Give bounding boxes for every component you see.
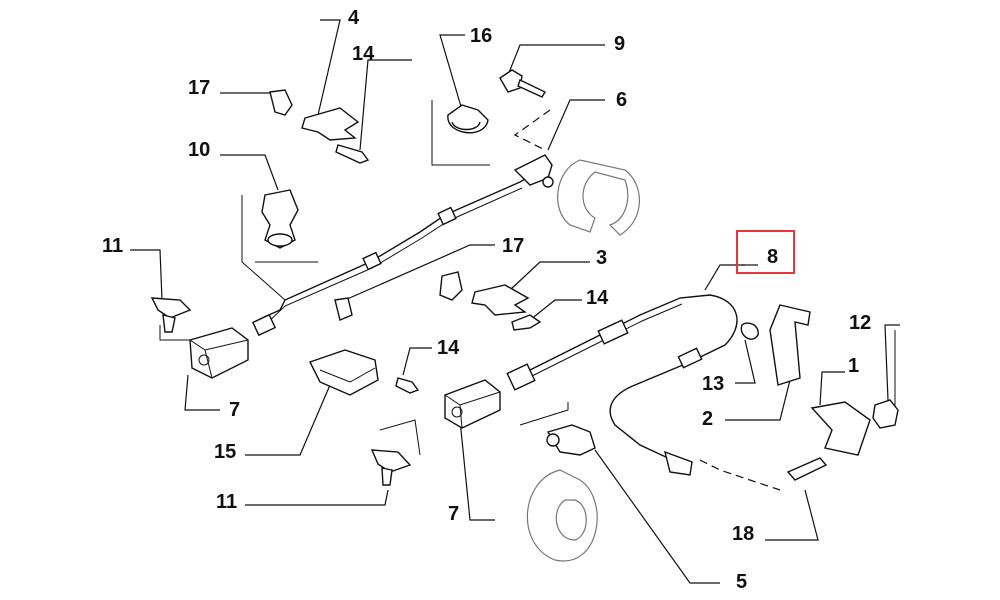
callout-labels: 4 16 9 14 17 6 10 11 17 3 14 12 1 14 13 … [102, 7, 871, 593]
callout-11-top: 11 [102, 235, 123, 257]
part-7-blocks [189, 327, 501, 429]
connector-plug-lower [506, 363, 536, 391]
callout-17-mid: 17 [502, 235, 524, 257]
callout-10: 10 [188, 139, 210, 161]
highlighted-callout-8[interactable]: 8 [736, 230, 795, 274]
callout-7-left: 7 [229, 399, 240, 421]
part-9-bolt [499, 69, 546, 98]
part-1-clip [810, 401, 871, 456]
callout-5: 5 [736, 571, 747, 593]
part-5-sensor-bracket [546, 424, 596, 456]
callout-17-top: 17 [188, 77, 210, 99]
part-11-clips [150, 297, 412, 486]
part-3-bracket [471, 284, 530, 316]
hub-rotor [526, 469, 598, 562]
highlight-box [736, 230, 795, 274]
part-18-sensor [786, 457, 828, 481]
part-2-bracket [769, 304, 811, 386]
callout-13: 13 [702, 373, 724, 395]
callout-14-mid: 14 [586, 287, 609, 309]
callout-3: 3 [596, 247, 607, 269]
part-6-bracket [557, 159, 640, 236]
callout-2: 2 [702, 408, 713, 430]
sensor-head [513, 154, 553, 186]
assembly-guides [159, 100, 896, 491]
callout-18: 18 [732, 523, 754, 545]
callout-12: 12 [849, 312, 871, 334]
part-14-screws [335, 144, 542, 394]
callout-16: 16 [470, 25, 492, 47]
part-16-clamp [447, 104, 489, 134]
part-10-clip [261, 189, 299, 249]
callout-6: 6 [616, 89, 627, 111]
callout-14-top: 14 [352, 43, 375, 65]
callout-11-low: 11 [216, 491, 237, 513]
wheel-sensor [663, 450, 693, 476]
callout-8[interactable]: 8 [767, 246, 778, 268]
part-13-grommet [740, 322, 759, 340]
callout-4: 4 [348, 7, 360, 29]
part-12-nut [872, 399, 899, 429]
part-15-bracket [309, 349, 379, 396]
part-4-bracket [301, 107, 360, 141]
part-17-clips [269, 89, 463, 321]
callout-15: 15 [214, 441, 236, 463]
connector-plug [251, 313, 277, 337]
callout-7-right: 7 [448, 503, 459, 525]
upper-sensor-cable [251, 154, 554, 337]
right-side-parts [740, 304, 899, 481]
callout-9: 9 [614, 33, 625, 55]
callout-1: 1 [848, 355, 859, 377]
callout-14-low: 14 [437, 337, 460, 359]
part-8-sensor-cable [506, 294, 738, 476]
